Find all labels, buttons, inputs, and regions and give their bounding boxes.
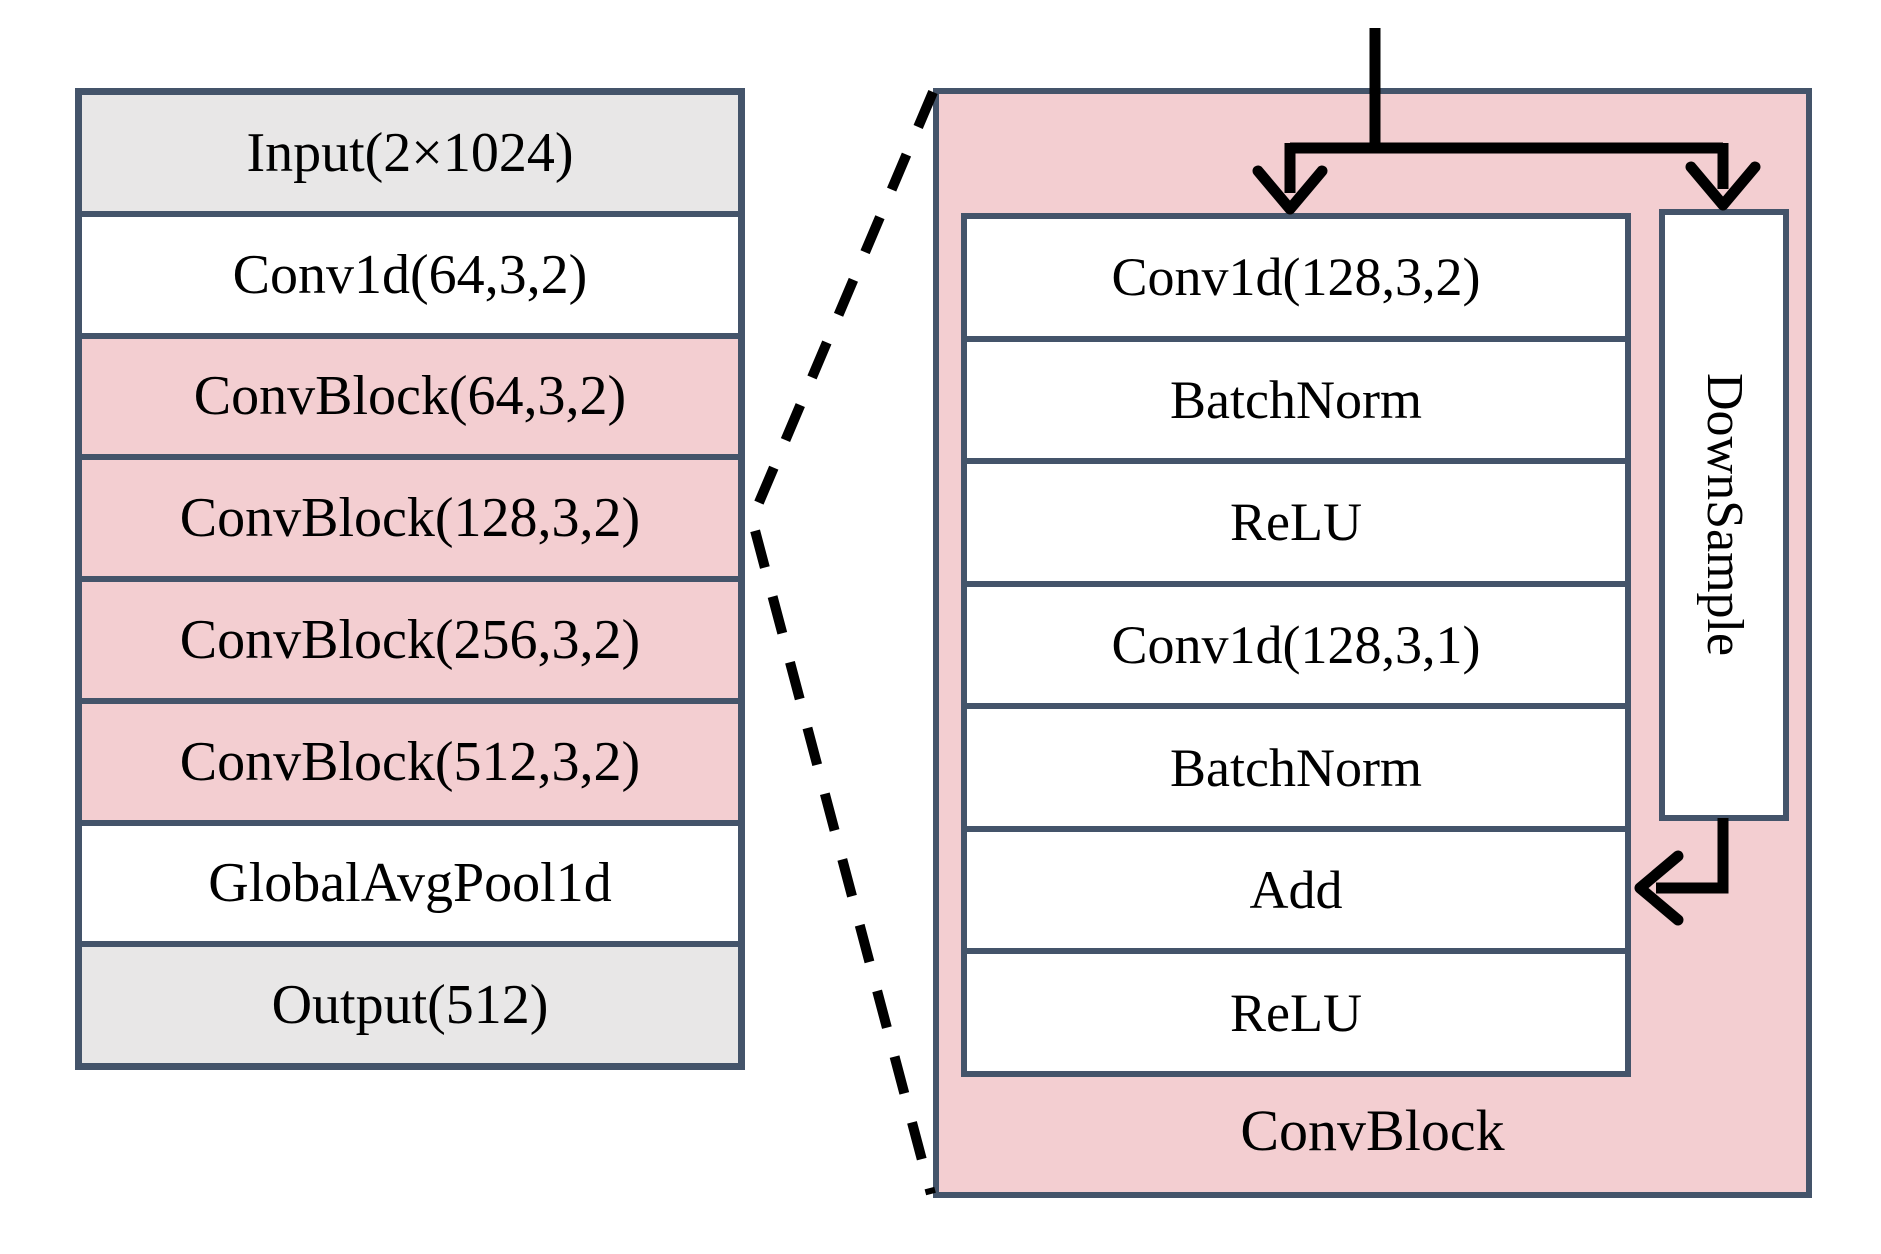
arch-row-convblock-256: ConvBlock(256,3,2) [82, 582, 738, 704]
convblock-layer-add: Add [967, 831, 1625, 955]
arch-row-conv1d: Conv1d(64,3,2) [82, 216, 738, 339]
arch-row-convblock-128: ConvBlock(128,3,2) [82, 460, 738, 582]
convblock-layer-relu2: ReLU [967, 954, 1625, 1072]
arch-row-convblock-64: ConvBlock(64,3,2) [82, 338, 738, 461]
convblock-layer-bn1: BatchNorm [967, 341, 1625, 465]
convblock-layer-conv1: Conv1d(128,3,2) [967, 219, 1625, 342]
downsample-label: DownSample [1696, 373, 1753, 657]
convblock-layer-relu1: ReLU [967, 464, 1625, 587]
convblock-layer-bn2: BatchNorm [967, 709, 1625, 832]
network-architecture-table: Input(2×1024) Conv1d(64,3,2) ConvBlock(6… [75, 88, 745, 1070]
convblock-main-path: Conv1d(128,3,2) BatchNorm ReLU Conv1d(12… [961, 213, 1631, 1077]
zoom-dashed-guides [746, 90, 938, 1196]
arch-row-globalavgpool: GlobalAvgPool1d [82, 825, 738, 948]
downsample-box: DownSample [1659, 209, 1789, 821]
arch-row-output: Output(512) [82, 947, 738, 1063]
convblock-layer-conv2: Conv1d(128,3,1) [967, 586, 1625, 710]
arch-row-input: Input(2×1024) [82, 95, 738, 217]
convblock-panel-label: ConvBlock [1240, 1098, 1505, 1163]
arch-row-convblock-512: ConvBlock(512,3,2) [82, 703, 738, 826]
